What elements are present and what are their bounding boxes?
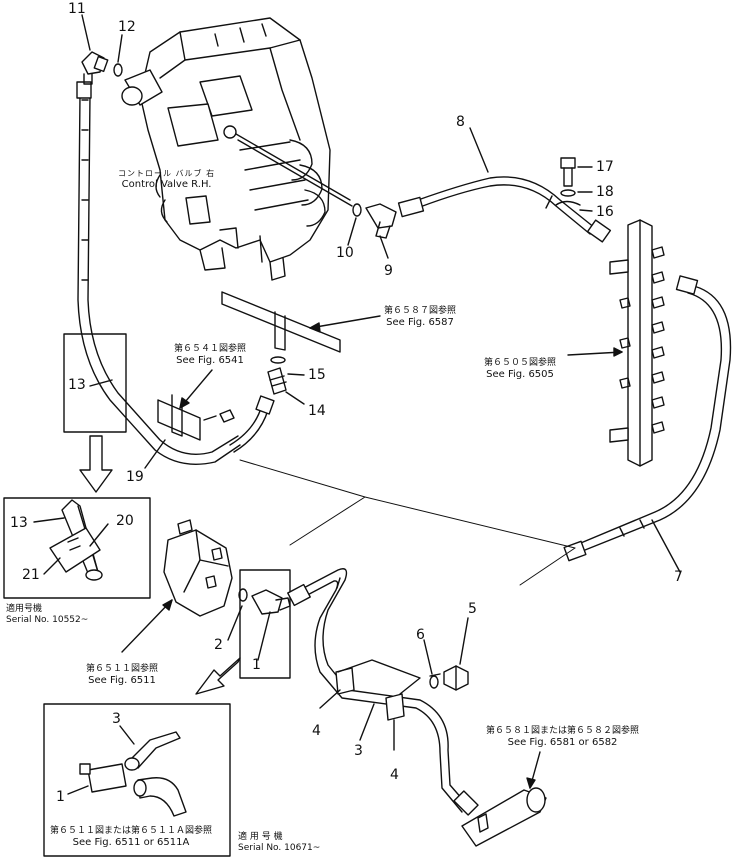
- control-valve-rh: [121, 17, 331, 281]
- ref-fig6541-en: See Fig. 6541: [176, 355, 244, 366]
- callout-18: 18: [596, 184, 614, 200]
- elbow-fitting-11: [81, 51, 109, 85]
- elbow-fitting-9: [365, 203, 397, 239]
- ref-fig6541-jp: 第６５４１図参照: [174, 344, 247, 354]
- fig6505-leader: [567, 351, 623, 356]
- callout-6: 6: [416, 627, 425, 643]
- callout-17: 17: [596, 159, 614, 175]
- manifold-block: [609, 219, 665, 467]
- detail-box-10671: [43, 703, 231, 857]
- detail-arrow-down: [79, 435, 113, 493]
- ref-fig6505-en: See Fig. 6505: [486, 369, 554, 380]
- clamp-plate-6541: [157, 394, 235, 441]
- ref-fig6505-jp: 第６５０５図参照: [484, 358, 557, 368]
- clamp-4-right: [385, 693, 405, 721]
- elbow-fitting-1: [251, 589, 291, 615]
- o-ring-2: [238, 588, 248, 602]
- callout-7: 7: [674, 569, 683, 585]
- callout-2: 2: [214, 637, 223, 653]
- ref-fig6541: 第６５４１図参照 See Fig. 6541: [174, 344, 246, 366]
- callout-13: 13: [68, 377, 86, 393]
- ref-fig6511: 第６５１１図参照 See Fig. 6511: [86, 664, 158, 686]
- fitting-14: [267, 367, 287, 395]
- callout-9: 9: [384, 263, 393, 279]
- o-ring-12: [113, 63, 123, 77]
- callout-1: 1: [252, 657, 261, 673]
- detail-box-10552: [3, 497, 151, 599]
- control-valve-label-jp: コントロール バルブ 右: [118, 169, 216, 178]
- elbow-1-callout-box: [239, 569, 291, 679]
- detail-arrow-diag: [195, 657, 241, 695]
- callout-19: 19: [126, 469, 144, 485]
- callout-3-detail: 3: [112, 711, 121, 727]
- callout-20: 20: [116, 513, 134, 529]
- valve-port-line: [235, 133, 351, 201]
- bolt-5: [429, 665, 469, 691]
- ref-fig6511-en: See Fig. 6511: [88, 675, 156, 686]
- clamp-16: [555, 200, 581, 206]
- bracket-6587: [221, 291, 341, 353]
- callout-1-detail: 1: [56, 789, 65, 805]
- ref-fig6587: 第６５８７図参照 See Fig. 6587: [384, 306, 456, 328]
- callout-15: 15: [308, 367, 326, 383]
- serial-10671: 適 用 号 機 Serial No. 10671~: [238, 832, 320, 854]
- ref-fig6581: 第６５８１図または第６５８２図参照 See Fig. 6581 or 6582: [486, 726, 639, 748]
- cylinder-6581: [461, 787, 547, 847]
- ref-fig6505: 第６５０５図参照 See Fig. 6505: [484, 358, 556, 380]
- callout-10: 10: [336, 245, 354, 261]
- callout-3: 3: [354, 743, 363, 759]
- control-valve-label-en: Control Valve R.H.: [121, 179, 212, 190]
- ref-fig6587-jp: 第６５８７図参照: [384, 306, 457, 316]
- callout-4-right: 4: [390, 767, 399, 783]
- callout-16: 16: [596, 204, 614, 220]
- ref-fig6587-en: See Fig. 6587: [386, 317, 454, 328]
- hose-8: [397, 176, 612, 243]
- ref-fig6511a-en: See Fig. 6511 or 6511A: [72, 837, 190, 848]
- serial-10671-en: Serial No. 10671~: [238, 843, 321, 853]
- callout-14: 14: [308, 403, 326, 419]
- bolt-17: [560, 157, 576, 187]
- o-ring-10: [352, 203, 362, 217]
- callout-8: 8: [456, 114, 465, 130]
- callout-5: 5: [468, 601, 477, 617]
- callout-4-left: 4: [312, 723, 321, 739]
- fig6511-leader: [121, 599, 173, 653]
- ref-fig6581-en: See Fig. 6581 or 6582: [507, 737, 618, 748]
- washer-6: [429, 675, 439, 689]
- washer-18: [560, 189, 576, 197]
- hose-13-callout-box: [63, 333, 127, 433]
- serial-10552: 適用号機 Serial No. 10552~: [6, 604, 88, 626]
- o-ring-15: [270, 356, 286, 364]
- serial-10552-en: Serial No. 10552~: [6, 615, 89, 625]
- callout-12: 12: [118, 19, 136, 35]
- ref-fig6511a: 第６５１１図または第６５１１Ａ図参照 See Fig. 6511 or 6511…: [50, 826, 212, 848]
- ref-fig6511-jp: 第６５１１図参照: [86, 664, 159, 674]
- callout-11: 11: [68, 1, 86, 17]
- callout-13-detail: 13: [10, 515, 28, 531]
- ref-fig6581-jp: 第６５８１図または第６５８２図参照: [486, 726, 640, 736]
- valve-block-6511: [163, 519, 233, 617]
- callout-21: 21: [22, 567, 40, 583]
- control-valve-label: コントロール バルブ 右 Control Valve R.H.: [118, 168, 215, 190]
- serial-10552-jp: 適用号機: [6, 604, 43, 614]
- hose-3: [287, 568, 479, 816]
- ref-fig6511a-jp: 第６５１１図または第６５１１Ａ図参照: [50, 826, 213, 836]
- fig6587-leader: [309, 315, 381, 329]
- serial-10671-jp: 適 用 号 機: [238, 832, 283, 842]
